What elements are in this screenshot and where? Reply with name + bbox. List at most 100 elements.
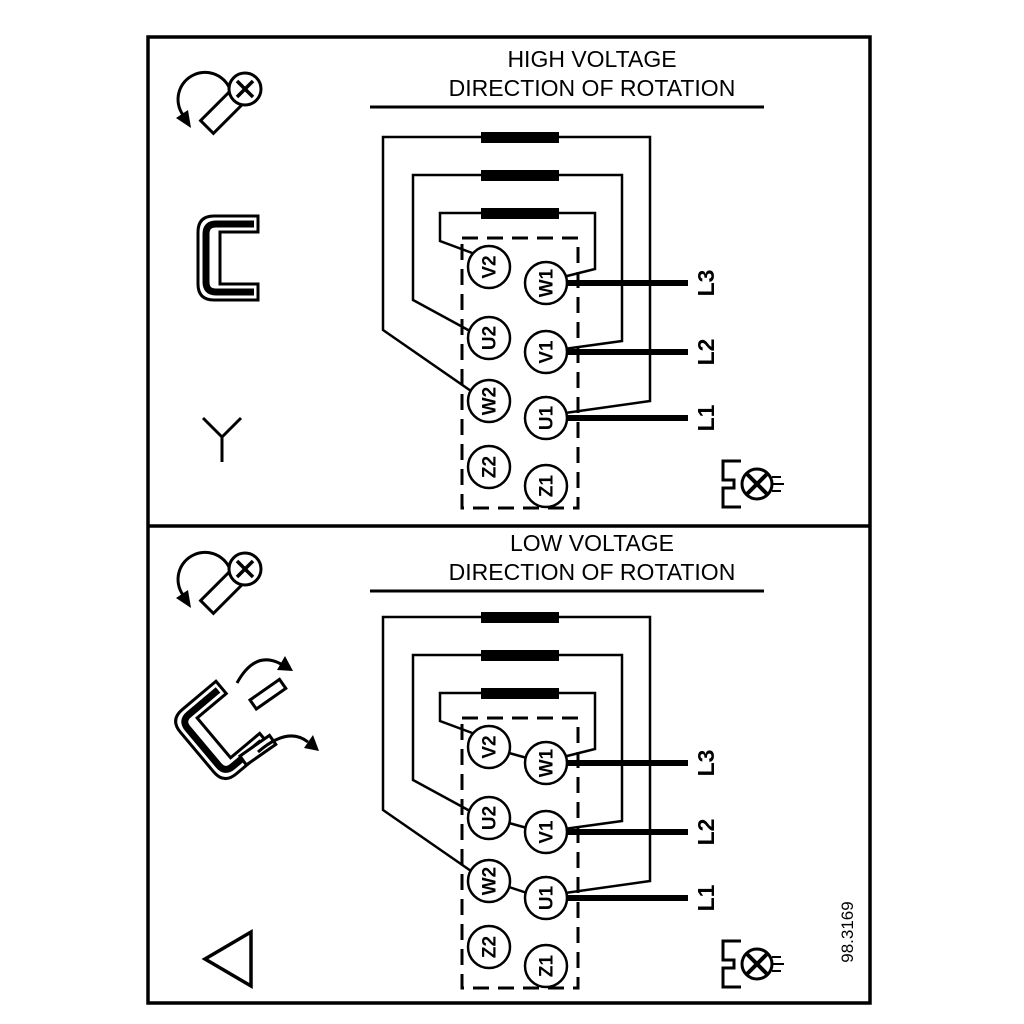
terminal-circle [466, 315, 512, 361]
wire [411, 653, 624, 831]
screw-clamp [721, 459, 741, 509]
rotation-arrowhead [176, 110, 191, 128]
lv-terminal-w1: W1 [523, 740, 569, 786]
terminal-circle [523, 395, 569, 441]
terminal-label: V1 [537, 820, 558, 844]
supply-line-label: L1 [693, 404, 719, 431]
terminal-label: U2 [480, 326, 501, 350]
terminal-circle [523, 875, 569, 921]
lv-supply-line-l3: L3 [567, 750, 719, 777]
lv-supply-line-l1: L1 [567, 884, 719, 911]
supply-line-label: L1 [693, 884, 719, 911]
terminal-box [460, 716, 580, 990]
terminal-label: W2 [480, 387, 501, 416]
rotation-arrow [176, 550, 233, 596]
terminal-label: W2 [480, 867, 501, 896]
supply-line-label: L2 [693, 339, 719, 366]
terminal-label: U1 [537, 885, 558, 910]
screw-rotation-icon [176, 550, 263, 616]
terminal-screw-icon [721, 939, 784, 989]
terminal-circle [466, 795, 512, 841]
hv-terminal-u2: U2 [466, 315, 512, 361]
star-arm [220, 416, 243, 439]
terminal-label: Z2 [480, 456, 501, 478]
hv-terminal-z2: Z2 [466, 444, 512, 490]
screw-clamp [721, 939, 741, 989]
terminal-label: V1 [537, 340, 558, 364]
terminal-label: W1 [537, 748, 558, 777]
link-bar [481, 688, 559, 699]
terminal-circle [523, 740, 569, 786]
lv-terminal-v2: V2 [466, 724, 512, 770]
phillips-slot [235, 559, 255, 579]
supply-line-label: L2 [693, 819, 719, 846]
terminal-circle [466, 858, 512, 904]
link-bar [481, 612, 559, 623]
link-icon [196, 214, 260, 302]
hv-terminal-u1: U1 [523, 395, 569, 441]
terminal-label: Z1 [537, 474, 558, 497]
link-shading [181, 687, 265, 773]
hv-terminal-v2: V2 [466, 244, 512, 290]
link-bar [481, 650, 559, 661]
pair-link [508, 821, 528, 830]
terminal-circle [466, 244, 512, 290]
hv-terminal-z1: Z1 [523, 463, 569, 509]
phillips-slot [235, 79, 255, 99]
ref-number: 98.3169 [838, 901, 857, 962]
pair-link [508, 751, 528, 760]
panel-title-line1: HIGH VOLTAGE [507, 46, 676, 72]
terminal-label: V2 [480, 735, 501, 758]
terminal-circle [523, 809, 569, 855]
terminal-circle [523, 329, 569, 375]
terminal-label: W1 [537, 268, 558, 297]
move-arrow [257, 734, 309, 754]
move-arrowhead [304, 735, 319, 751]
supply-line-label: L3 [693, 750, 719, 777]
phillips-slot [745, 952, 769, 976]
hv-supply-line-l1: L1 [567, 404, 719, 431]
lv-terminal-u1: U1 [523, 875, 569, 921]
terminal-label: Z2 [480, 936, 501, 958]
move-arrow [235, 658, 282, 684]
terminal-circle [523, 260, 569, 306]
panel-low-voltage: LOW VOLTAGE DIRECTION OF ROTATION L3 L2 [174, 530, 857, 990]
terminal-circle [523, 943, 569, 989]
terminal-label: U2 [480, 806, 501, 830]
lv-supply-line-l2: L2 [567, 819, 719, 846]
repositioned-links-icon [174, 656, 319, 781]
rotation-arrowhead [176, 590, 191, 608]
panel-high-voltage: HIGH VOLTAGE DIRECTION OF ROTATION L3 L2… [176, 46, 784, 510]
terminal-label: V2 [480, 255, 501, 278]
terminal-label: Z1 [537, 954, 558, 977]
rotation-arrow [176, 70, 233, 116]
link-bar [481, 170, 559, 181]
delta-icon [201, 928, 253, 990]
terminal-label: U1 [537, 405, 558, 430]
terminal-circle [466, 444, 512, 490]
link-bar [481, 208, 559, 219]
hv-supply-line-l2: L2 [567, 339, 719, 366]
supply-line-label: L3 [693, 270, 719, 297]
lv-terminal-z1: Z1 [523, 943, 569, 989]
terminal-circle [466, 724, 512, 770]
link-bar [481, 132, 559, 143]
pair-link [508, 885, 528, 895]
hv-terminal-w1: W1 [523, 260, 569, 306]
terminal-circle [523, 463, 569, 509]
lv-terminal-w2: W2 [466, 858, 512, 904]
wire [411, 173, 624, 351]
screw-rotation-icon [176, 70, 263, 136]
hv-terminal-v1: V1 [523, 329, 569, 375]
link-outline [196, 214, 260, 302]
lv-terminal-v1: V1 [523, 809, 569, 855]
hv-terminal-w2: W2 [466, 378, 512, 424]
panel-title-line1: LOW VOLTAGE [510, 530, 674, 556]
link-shading [202, 220, 254, 296]
star-arm [201, 416, 224, 439]
link-flange [247, 677, 288, 712]
lv-terminal-u2: U2 [466, 795, 512, 841]
panel-title-line2: DIRECTION OF ROTATION [449, 559, 736, 585]
